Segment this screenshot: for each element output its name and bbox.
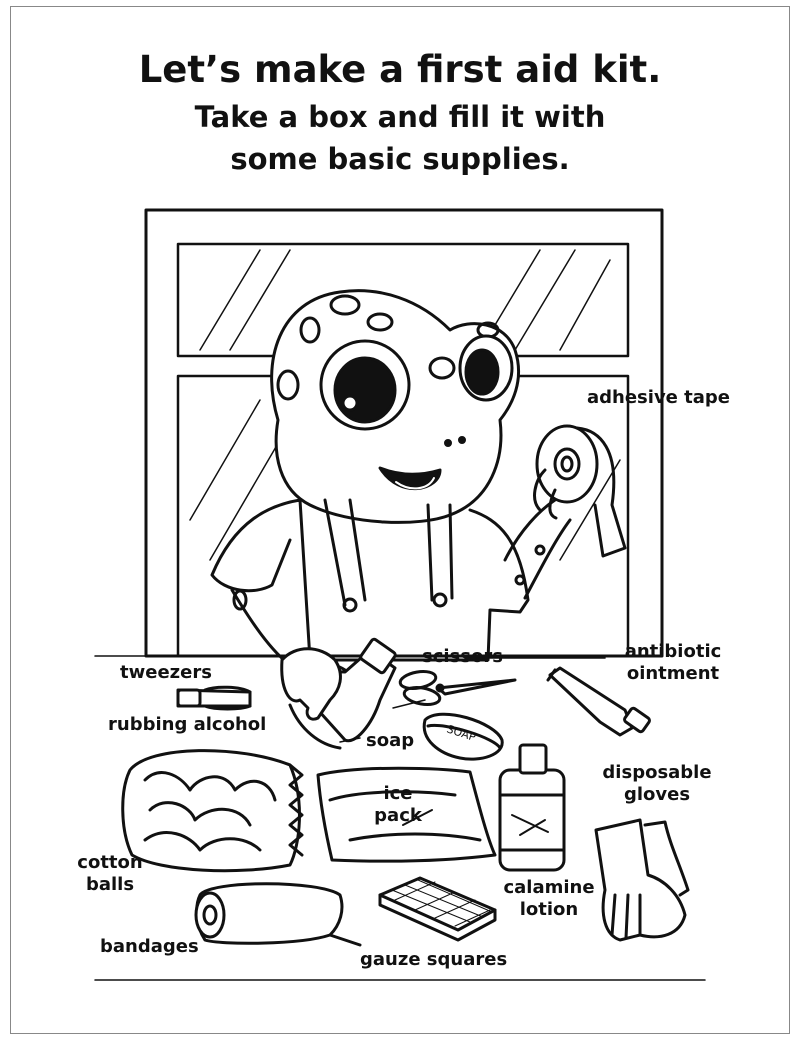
label-scissors: scissors — [422, 646, 503, 667]
label-cotton-balls: cotton balls — [72, 852, 148, 895]
ice-pack — [316, 766, 497, 863]
label-soap: soap — [366, 730, 415, 751]
cotton-balls-bag — [121, 749, 304, 873]
label-adhesive-tape: adhesive tape — [587, 387, 730, 408]
frog-character — [210, 289, 572, 667]
label-ice-line-1: ice — [383, 783, 413, 804]
antibiotic-ointment-tube — [546, 666, 651, 737]
soap-bar — [422, 712, 504, 761]
label-bandages: bandages — [100, 936, 199, 957]
label-gloves-line-1: disposable — [602, 762, 712, 783]
label-gauze-squares: gauze squares — [360, 949, 508, 970]
label-disposable-gloves: disposable gloves — [595, 762, 719, 805]
page-subtitle-line-1: Take a box and fill it with — [194, 100, 606, 134]
adhesive-tape — [533, 424, 627, 558]
label-tweezers: tweezers — [120, 662, 212, 683]
label-calamine-lotion: calamine lotion — [497, 877, 601, 920]
label-antibiotic-ointment: antibiotic ointment — [618, 641, 728, 684]
bandages-roll — [194, 882, 362, 947]
label-antibiotic-line-2: ointment — [626, 662, 720, 684]
disposable-gloves — [594, 818, 690, 942]
rubbing-alcohol-bottle — [280, 637, 397, 750]
label-gloves-line-2: gloves — [623, 783, 691, 805]
label-ice-line-2: pack — [374, 804, 422, 826]
tweezers — [176, 685, 252, 711]
scissors — [398, 670, 517, 706]
window-frame — [144, 208, 664, 658]
page-subtitle-line-2: some basic supplies. — [230, 142, 570, 176]
page-title: Let’s make a first aid kit. — [138, 48, 662, 91]
label-rubbing-alcohol: rubbing alcohol — [108, 714, 267, 735]
label-antibiotic-line-1: antibiotic — [624, 641, 722, 662]
label-calamine-line-2: lotion — [519, 898, 579, 920]
label-ice-pack: ice pack — [368, 783, 428, 826]
calamine-lotion-bottle — [498, 743, 566, 872]
label-calamine-line-1: calamine — [503, 877, 595, 898]
label-cotton-line-2: balls — [85, 873, 135, 895]
label-cotton-line-1: cotton — [77, 852, 143, 873]
gauze-squares — [378, 876, 497, 942]
